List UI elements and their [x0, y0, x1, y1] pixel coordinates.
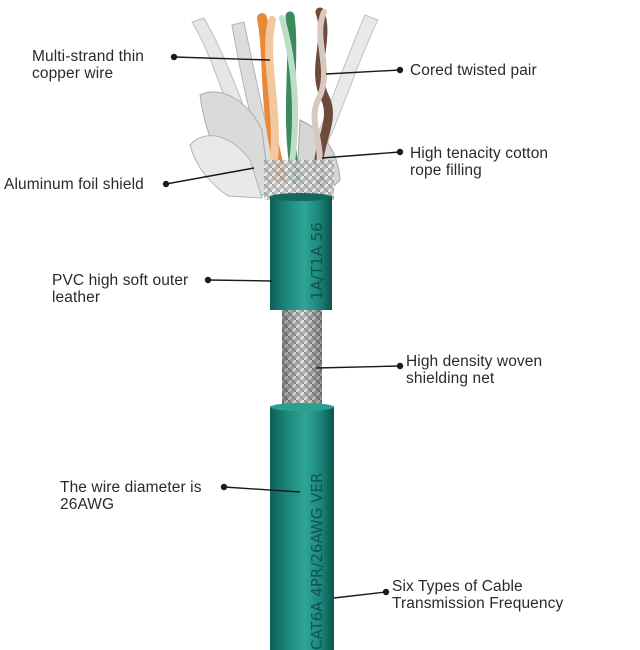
leader-twisted	[325, 69, 401, 75]
label-wire-diameter: The wire diameter is 26AWG	[60, 479, 202, 513]
leader-dot-twisted	[396, 66, 404, 74]
label-transmission-frequency: Six Types of Cable Transmission Frequenc…	[392, 578, 563, 612]
leader-dot-pvc	[204, 276, 212, 284]
leader-dot-copper	[170, 53, 178, 61]
label-twisted-line1: Cored twisted pair	[410, 62, 537, 79]
orange-white-wire	[265, 16, 279, 180]
foil-shield	[189, 135, 263, 199]
leader-woven	[315, 365, 401, 369]
leader-dot-diameter	[220, 483, 228, 491]
label-frequency-line1: Six Types of Cable	[392, 578, 523, 595]
label-pvc-line1: PVC high soft outer	[52, 272, 189, 289]
brown-white-wire	[311, 9, 328, 185]
outer-jacket-lower: CAT6A 4PR/26AWG VER	[270, 403, 334, 650]
cable-print-lower: CAT6A 4PR/26AWG VER	[308, 473, 326, 650]
label-twisted-pair: Cored twisted pair	[410, 62, 537, 79]
leader-pvc	[207, 279, 273, 282]
leader-dot-woven	[396, 362, 404, 370]
braided-shield	[282, 310, 322, 408]
leader-dot-frequency	[382, 588, 390, 596]
label-copper-line1: Multi-strand thin	[32, 48, 144, 65]
label-copper-wire: Multi-strand thin copper wire	[32, 48, 144, 82]
label-woven-line2: shielding net	[406, 370, 495, 387]
label-copper-line2: copper wire	[32, 65, 114, 82]
label-foil-line1: Aluminum foil shield	[4, 176, 144, 193]
leader-frequency	[333, 591, 387, 599]
leader-dot-cotton	[396, 148, 404, 156]
label-woven-line1: High density woven	[406, 353, 543, 370]
label-diameter-line1: The wire diameter is	[60, 479, 202, 496]
leader-foil	[165, 167, 255, 185]
label-cotton-line1: High tenacity cotton	[410, 145, 549, 162]
label-diameter-line2: 26AWG	[60, 496, 115, 513]
cable-print-upper: 1A/T1A 56	[308, 222, 326, 300]
label-foil-shield: Aluminum foil shield	[4, 176, 144, 193]
label-woven-shield: High density woven shielding net	[406, 353, 542, 387]
leader-copper	[173, 56, 271, 61]
green-white-wire	[279, 15, 299, 181]
label-pvc-jacket: PVC high soft outer leather	[52, 272, 188, 306]
label-cotton-filling: High tenacity cotton rope filling	[410, 145, 548, 179]
leader-diameter	[223, 486, 301, 493]
leader-dot-foil	[162, 180, 170, 188]
leader-cotton	[321, 151, 401, 159]
label-frequency-line2: Transmission Frequency	[392, 595, 564, 612]
wire-bundle	[189, 7, 379, 200]
label-cotton-line2: rope filling	[410, 162, 482, 179]
label-pvc-line2: leather	[52, 289, 101, 306]
outer-jacket-upper: 1A/T1A 56	[270, 193, 332, 310]
leader-lines	[162, 53, 404, 599]
